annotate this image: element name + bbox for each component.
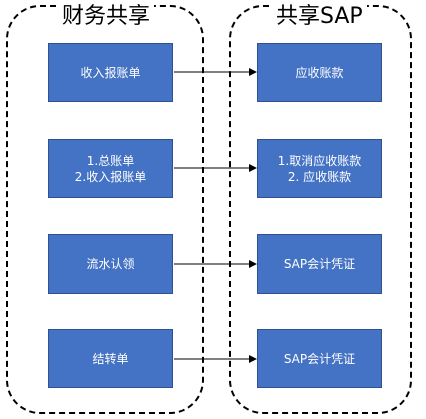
general-ledger-box: 1.总账单 2.收入报账单 (48, 139, 173, 198)
cashflow-claim-box: 流水认领 (48, 234, 173, 294)
sap-voucher-box-1: SAP会计凭证 (257, 234, 382, 294)
finance-share-title: 财务共享 (58, 4, 155, 30)
box-line: 2. 应收账款 (287, 169, 352, 184)
box-line: 应收账款 (295, 65, 344, 80)
cancel-receivable-box: 1.取消应收账款 2. 应收账款 (257, 139, 382, 198)
sap-share-title: 共享SAP (272, 4, 367, 30)
box-line: 1.取消应收账款 (277, 153, 362, 168)
box-line: 1.总账单 (86, 153, 135, 168)
sap-voucher-box-2: SAP会计凭证 (257, 329, 382, 388)
box-line: 2.收入报账单 (74, 169, 147, 184)
box-line: SAP会计凭证 (283, 257, 356, 271)
income-expense-box: 收入报账单 (48, 43, 173, 102)
box-line: SAP会计凭证 (283, 351, 356, 366)
box-line: 收入报账单 (80, 65, 141, 80)
carryover-box: 结转单 (48, 329, 173, 388)
receivable-box: 应收账款 (257, 43, 382, 102)
box-line: 结转单 (92, 351, 129, 366)
box-line: 流水认领 (86, 257, 135, 271)
